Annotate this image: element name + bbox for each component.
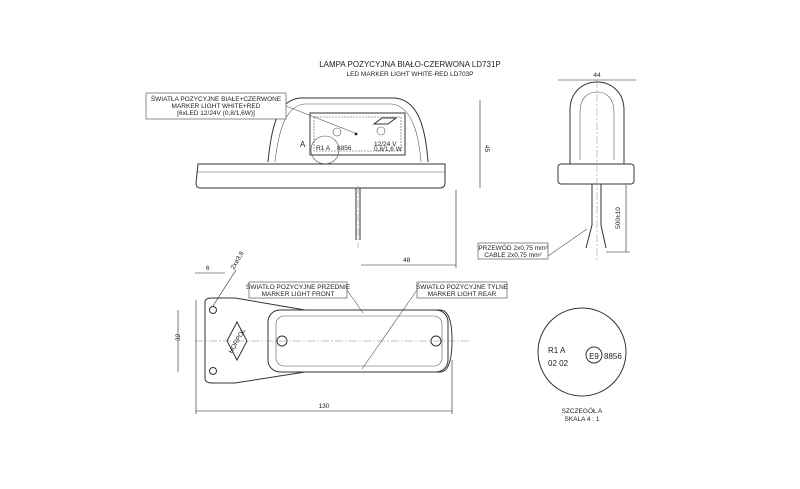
- label-text: ŚWIATŁO POZYCYJNE PRZEDNIE: [246, 282, 351, 291]
- label-text: PRZEWÓD 2x0,75 mm²: [478, 243, 548, 252]
- label-text: MARKER LIGHT FRONT: [262, 291, 335, 298]
- lens-approval: R1 A: [316, 145, 331, 152]
- title-pl: LAMPA POZYCYJNA BIAŁO-CZERWONA LD731P: [319, 60, 501, 69]
- dim-width-side: 44: [593, 72, 601, 79]
- label-text: ŚWIATŁO POZYCYJNE TYLNE: [416, 282, 509, 291]
- label-text: MARKER LIGHT REAR: [428, 291, 497, 298]
- title-en: LED MARKER LIGHT WHITE-RED LD703P: [346, 71, 473, 78]
- brand-logo: [372, 117, 398, 125]
- label-text: CABLE 2x0,75 mm²: [484, 252, 542, 259]
- detail-emark: E9: [589, 352, 599, 361]
- lens-power: 0,8/1,6 W: [374, 146, 403, 153]
- label-text: MARKER LIGHT WHITE+RED: [172, 103, 261, 110]
- top-view: HORPOL 6 2x⌀3,8 32 130: [175, 250, 470, 414]
- detail-number: 8856: [604, 352, 622, 361]
- dim-cable-length: 500±10: [615, 207, 622, 229]
- detail-date: 02 02: [548, 359, 569, 368]
- lens-number: 8856: [337, 145, 352, 152]
- side-view: 44 500±10: [557, 72, 636, 262]
- dim-length: 130: [319, 403, 330, 410]
- callout-front: ŚWIATŁO POZYCYJNE PRZEDNIE MARKER LIGHT …: [246, 281, 364, 314]
- label-text: ŚWIATŁA POZYCYJNE BIAŁE+CZERWONE: [151, 94, 282, 103]
- detail-label: SZCZEGÓŁ A: [562, 406, 603, 415]
- dim-hole-offset: 6: [206, 265, 210, 272]
- front-view: R1 A 8856 12/24 V 0,8/1,6 W A 45 48: [195, 97, 490, 268]
- label-text: [6xLED 12/24V (0,8/1,6W)]: [177, 110, 255, 117]
- callout-lights: ŚWIATŁA POZYCYJNE BIAŁE+CZERWONE MARKER …: [145, 92, 356, 134]
- dim-base-width: 32: [175, 333, 182, 341]
- detail-approval: R1 A: [548, 346, 566, 355]
- callout-cable: PRZEWÓD 2x0,75 mm² CABLE 2x0,75 mm²: [477, 228, 588, 260]
- callout-rear: ŚWIATŁO POZYCYJNE TYLNE MARKER LIGHT REA…: [361, 281, 509, 370]
- detail-a: R1 A 02 02 E9 8856 SZCZEGÓŁ A SKALA 4 : …: [537, 307, 627, 423]
- lens-voltage: 12/24 V: [374, 141, 397, 148]
- detail-scale: SKALA 4 : 1: [564, 416, 599, 423]
- dim-depth: 48: [403, 257, 411, 264]
- dim-holes: 2x⌀3,8: [230, 250, 246, 271]
- detail-ref: A: [300, 140, 306, 149]
- dim-height: 45: [483, 145, 490, 153]
